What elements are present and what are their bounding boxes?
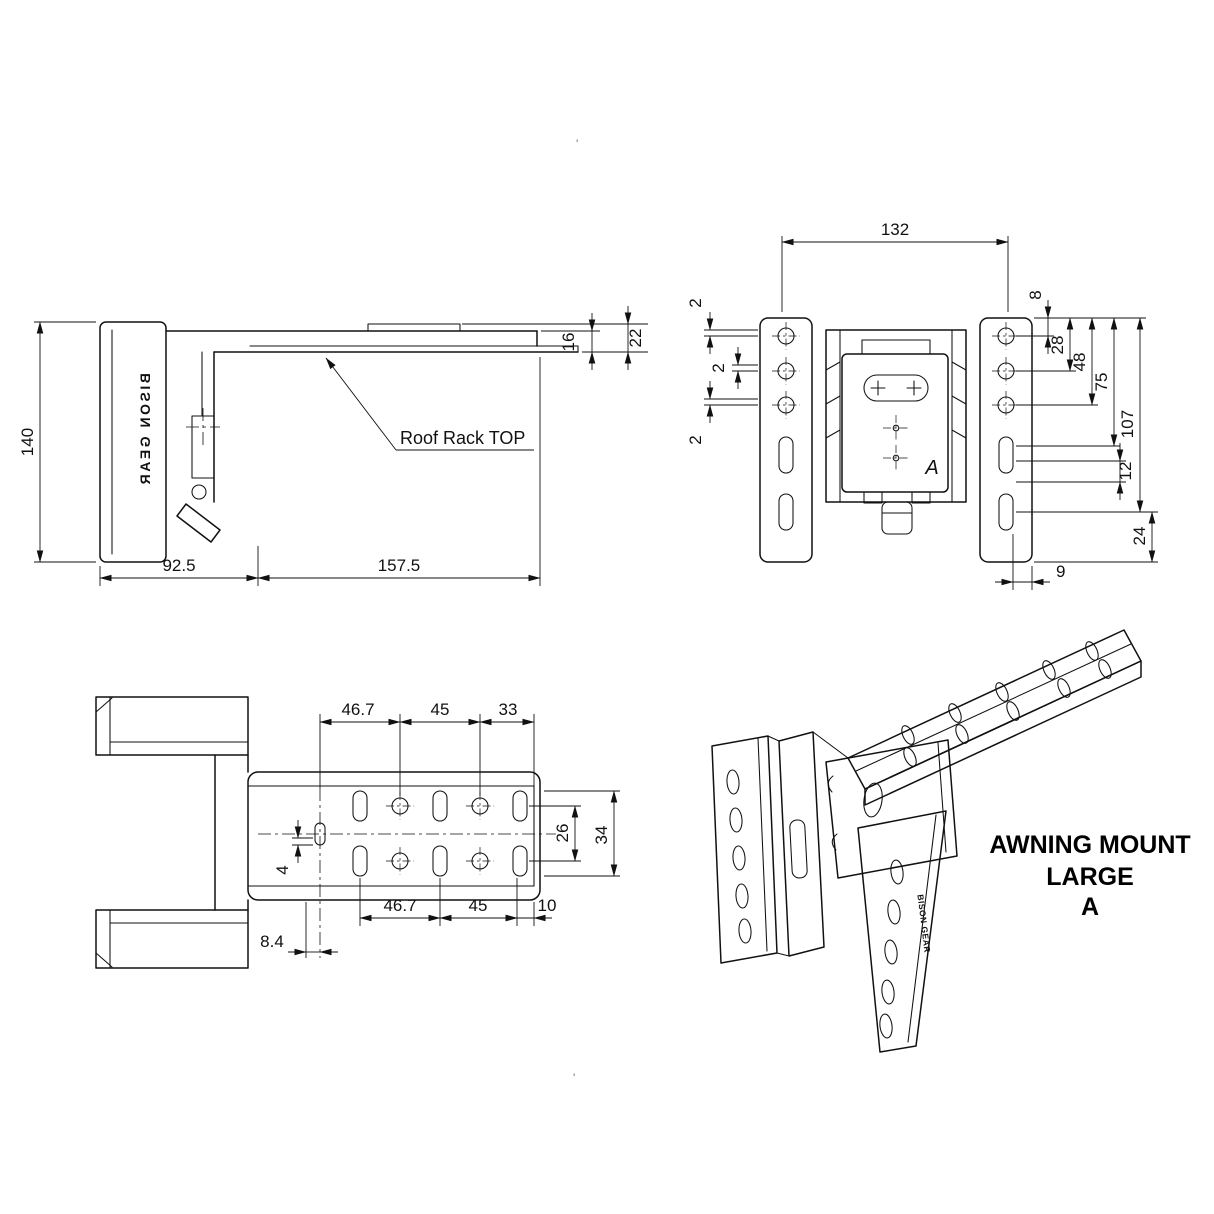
hole-crosshair — [771, 321, 801, 351]
front-view: A 132 2 2 — [686, 220, 1158, 590]
dim-9: 9 — [995, 534, 1065, 590]
dim-4: 4 — [273, 820, 313, 875]
top-part-outline — [95, 696, 541, 969]
brand-logo-side: BISON GEAR — [137, 373, 153, 487]
dim-text-12: 12 — [1116, 462, 1135, 481]
hole-crosshair — [991, 390, 1021, 420]
title-line-1: AWNING MOUNT — [989, 831, 1190, 859]
dim-text-92-5: 92.5 — [162, 556, 195, 575]
hole-crosshair — [771, 390, 801, 420]
front-right-dim-ladder: 8 28 48 75 107 12 24 — [1016, 290, 1158, 563]
dim-height-140: 140 — [18, 321, 96, 563]
isometric-view: BISON GEAR AWNING MOUNT LARGE A — [711, 629, 1191, 1053]
title-line-3: A — [1081, 893, 1099, 921]
dim-text-top-45: 45 — [431, 700, 450, 719]
dim-text-bot-10: 10 — [538, 896, 557, 915]
plus-mark — [906, 380, 922, 396]
plus-mark — [870, 380, 886, 396]
dim-text-bot-45: 45 — [469, 896, 488, 915]
dim-text-22: 22 — [626, 329, 645, 348]
center-mark — [882, 414, 910, 442]
leader-roof-rack-top: Roof Rack TOP — [325, 357, 534, 451]
dim-text-140: 140 — [18, 428, 37, 456]
dim-text-132: 132 — [881, 220, 909, 239]
iso-title-block: AWNING MOUNT LARGE A — [989, 831, 1190, 921]
dim-22: 22 — [462, 306, 648, 370]
side-view: BISON GEAR 140 92.5 157.5 16 — [18, 306, 648, 586]
hole-crosshair — [465, 791, 495, 821]
dim-text-4: 4 — [273, 865, 292, 874]
stray-mark-top: ' — [576, 137, 578, 151]
dim-8-4: 8.4 — [260, 902, 338, 958]
leader-label-roof-rack-top: Roof Rack TOP — [400, 428, 525, 448]
brand-text-iso: BISON GEAR — [915, 894, 932, 954]
dim-2-bottom: 2 — [686, 381, 758, 445]
stray-mark-bottom: ' — [573, 1071, 575, 1085]
dim-2-top: 2 — [686, 298, 758, 354]
part-marker-a: A — [924, 457, 938, 479]
dim-26: 26 — [529, 805, 581, 862]
dim-132: 132 — [781, 220, 1009, 312]
dim-text-8-4: 8.4 — [260, 932, 284, 951]
dim-text-bot-46-7: 46.7 — [383, 896, 416, 915]
dim-text-24: 24 — [1130, 527, 1149, 546]
dim-16: 16 — [541, 313, 648, 370]
dim-text-2a: 2 — [686, 298, 705, 307]
dim-bottom-row: 46.7 45 10 — [359, 878, 557, 926]
iso-part: BISON GEAR — [711, 629, 1142, 1053]
dim-text-2b: 2 — [709, 363, 728, 372]
dim-bottom-widths: 92.5 157.5 — [99, 357, 541, 586]
center-mark — [882, 444, 910, 472]
dim-text-107: 107 — [1118, 410, 1137, 438]
hole-crosshair — [385, 791, 415, 821]
hole-crosshair — [385, 846, 415, 876]
dim-text-157-5: 157.5 — [378, 556, 421, 575]
dim-text-26: 26 — [553, 824, 572, 843]
top-part-holes — [314, 790, 528, 877]
top-view: 46.7 45 33 46.7 45 10 26 — [95, 696, 620, 969]
front-center-body: A — [825, 329, 967, 535]
dim-text-75: 75 — [1092, 373, 1111, 392]
dim-text-34: 34 — [592, 826, 611, 845]
dim-text-16: 16 — [559, 333, 578, 352]
dim-text-28: 28 — [1048, 336, 1067, 355]
dim-text-8: 8 — [1026, 290, 1045, 299]
dim-text-top-33: 33 — [499, 700, 518, 719]
dim-text-48: 48 — [1070, 353, 1089, 372]
brand-text-side: BISON GEAR — [137, 373, 153, 487]
dim-top-row: 46.7 45 33 — [319, 700, 535, 796]
front-left-plate — [759, 317, 813, 563]
title-line-2: LARGE — [1046, 863, 1134, 891]
dim-34: 34 — [544, 790, 620, 877]
dim-text-2c: 2 — [686, 435, 705, 444]
side-part-outline — [99, 321, 579, 563]
front-right-plate — [979, 317, 1033, 563]
dim-text-top-46-7: 46.7 — [341, 700, 374, 719]
hole-crosshair — [991, 356, 1021, 386]
hole-crosshair — [771, 356, 801, 386]
hole-crosshair — [991, 321, 1021, 351]
dim-2-middle: 2 — [709, 347, 758, 389]
hole-crosshair — [465, 846, 495, 876]
dim-text-9: 9 — [1056, 562, 1065, 581]
